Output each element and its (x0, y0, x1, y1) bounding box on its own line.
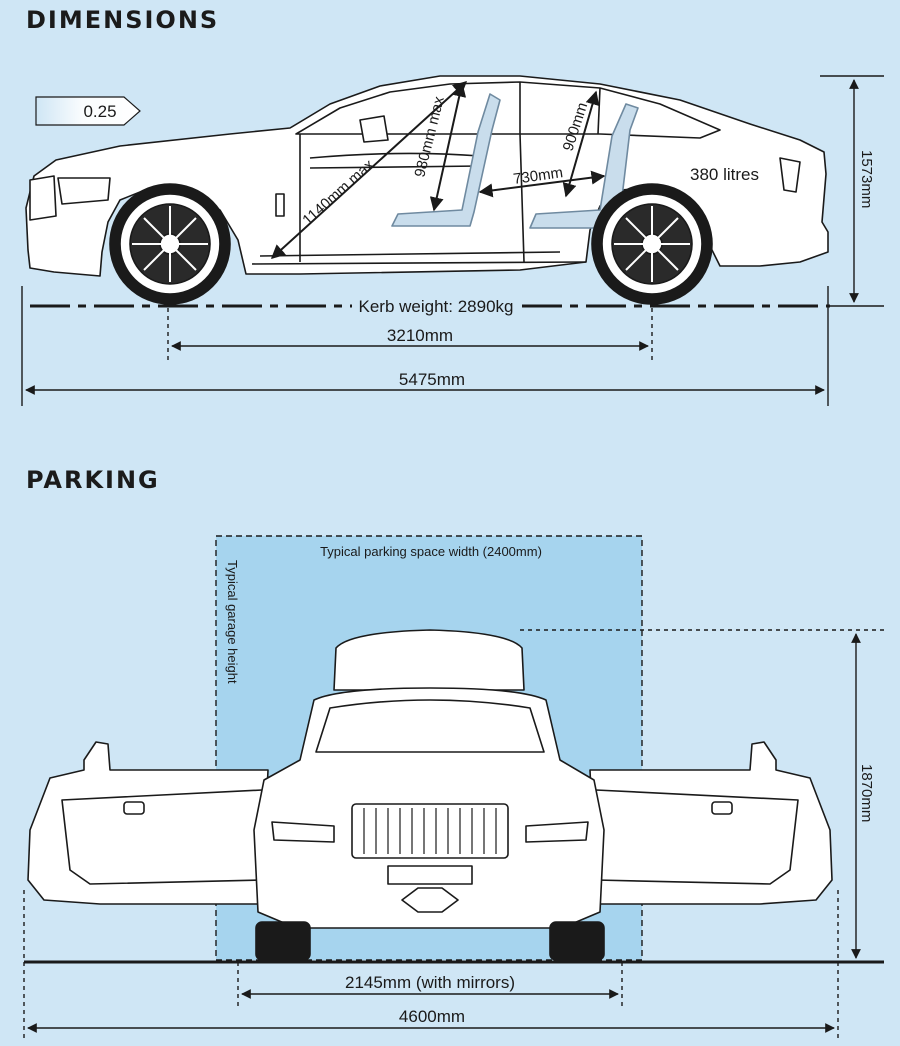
parking-space-label: Typical parking space width (2400mm) (320, 544, 542, 559)
car-front-view (27, 629, 833, 961)
boot-capacity-label: 380 litres (690, 165, 759, 184)
width-doors-open-dimension (23, 890, 839, 1040)
interior-measurements (270, 81, 606, 259)
height-label: 1573mm (858, 150, 875, 208)
height-doors-open-label: 1870mm (858, 764, 875, 822)
width-doors-open-label: 4600mm (399, 1007, 465, 1026)
drag-coefficient-badge: 0.25 (35, 96, 141, 126)
right-door-open (589, 741, 833, 905)
left-door-open (27, 741, 269, 905)
length-label: 5475mm (399, 370, 465, 389)
side-windows (295, 81, 721, 139)
width-mirrors-label: 2145mm (with mirrors) (345, 973, 515, 992)
width-mirrors-dimension (237, 962, 623, 1006)
grille (351, 803, 509, 859)
wheelbase-dimension (167, 300, 653, 360)
number-plate (387, 865, 473, 885)
rear-legroom-label: 730mm (512, 164, 564, 188)
drag-coefficient-label: 0.25 (83, 102, 116, 121)
garage-height-label: Typical garage height (225, 560, 240, 684)
dimensions-title: DIMENSIONS (26, 6, 220, 34)
wheelbase-label: 3210mm (387, 326, 453, 345)
parking-title: PARKING (26, 466, 160, 494)
height-dimension (820, 75, 884, 307)
kerb-weight-label: Kerb weight: 2890kg (359, 297, 514, 316)
height-doors-open-dimension (520, 629, 888, 959)
length-dimension (21, 286, 829, 406)
